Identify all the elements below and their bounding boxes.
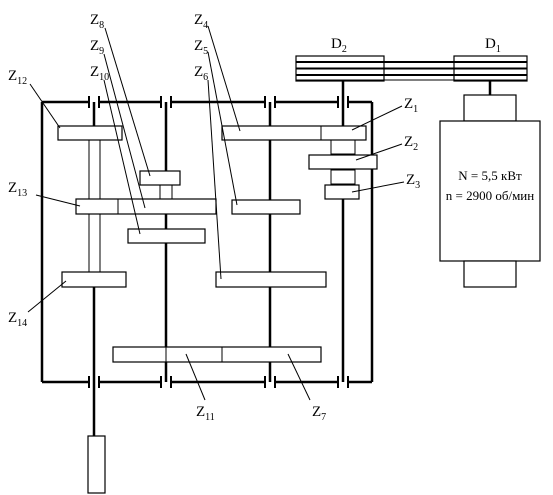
- gear-z4: [221, 125, 367, 141]
- label-z2: Z2: [404, 134, 418, 153]
- label-z9: Z9: [90, 38, 104, 57]
- gear-z13: [75, 198, 217, 215]
- gear-z5: [231, 199, 301, 215]
- gear-z6: [215, 271, 327, 288]
- label-z3: Z3: [406, 172, 420, 191]
- label-z12: Z12: [8, 68, 27, 87]
- gear-z8: [139, 170, 181, 186]
- gear-z11-z7: [112, 346, 322, 363]
- gear-z2: [308, 154, 378, 170]
- gear-z3: [324, 184, 360, 200]
- label-z14: Z14: [8, 310, 27, 329]
- label-z6: Z6: [194, 64, 208, 83]
- label-z8: Z8: [90, 12, 104, 31]
- motor-power-text: N = 5,5 кВт: [458, 168, 522, 183]
- label-z11: Z11: [196, 404, 215, 423]
- label-z10: Z10: [90, 64, 109, 83]
- label-z1: Z1: [404, 96, 418, 115]
- label-d2: D2: [331, 36, 347, 55]
- label-d1: D1: [485, 36, 501, 55]
- leader-lines: [27, 25, 405, 401]
- gear-z14: [61, 271, 127, 288]
- bearing-bottom-shaft-2: [160, 376, 172, 388]
- label-z5: Z5: [194, 38, 208, 57]
- gear-z10: [127, 228, 206, 244]
- motor-body: [439, 120, 541, 262]
- gear-z12: [57, 125, 123, 141]
- electric-motor: [439, 81, 541, 288]
- output-coupling: [87, 435, 106, 494]
- gears: [57, 125, 378, 363]
- labels: Z8 Z9 Z10 Z12 Z13 Z14 Z4 Z5 Z6 Z1 Z2 Z3 …: [8, 12, 501, 423]
- motor-shaft-end: [463, 94, 517, 122]
- motor-speed-text: n = 2900 об/мин: [446, 188, 534, 203]
- motor-foot: [463, 260, 517, 288]
- label-z4: Z4: [194, 12, 208, 31]
- belt-drive: [295, 55, 528, 82]
- label-z13: Z13: [8, 180, 27, 199]
- label-z7: Z7: [312, 404, 326, 423]
